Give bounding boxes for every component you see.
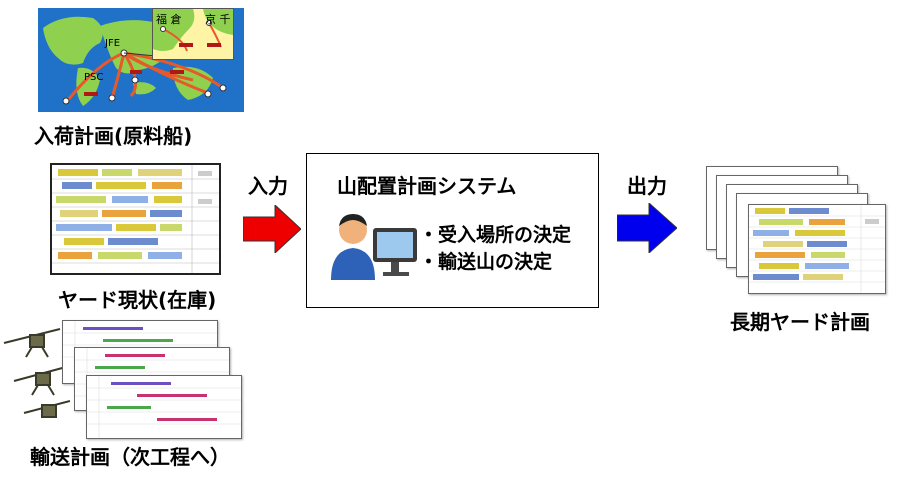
callout-map — [153, 9, 233, 52]
yard-grid — [52, 165, 219, 273]
bullet-transport-pile: ・輸送山の決定 — [419, 251, 553, 273]
yard-status-label: ヤード現状(在庫) — [58, 288, 217, 312]
user-at-computer-icon — [331, 214, 417, 280]
output-arrow-label: 出力 — [627, 174, 667, 198]
output-arrow — [617, 203, 677, 253]
arrival-plan-label: 入荷計画(原料船) — [34, 124, 193, 148]
transport-plan-label: 輸送計画（次工程へ） — [30, 445, 230, 469]
input-arrow-label: 入力 — [248, 174, 288, 198]
yard-status-chart — [50, 163, 221, 275]
port-label-jfe: JFE — [104, 38, 120, 49]
reclaimer-icon — [3, 328, 70, 418]
bullet-receiving-location: ・受入場所の決定 — [419, 224, 572, 246]
port-label-psc: PSC — [84, 72, 103, 83]
input-arrow — [243, 205, 301, 253]
callout-label-left: 福 倉 — [156, 13, 182, 26]
transport-plan-graphic — [0, 315, 250, 439]
system-title: 山配置計画システム — [337, 174, 517, 198]
shipping-routes — [66, 51, 224, 101]
long-term-yard-plan-label: 長期ヤード計画 — [730, 310, 870, 334]
yard-planning-system-box: 山配置計画システム ・受入場所の決定 ・輸送山の決定 — [306, 153, 599, 308]
long-term-yard-plan-stack — [706, 166, 892, 294]
port-callout: 福 倉 京 千 — [152, 8, 234, 60]
callout-label-right: 京 千 — [205, 13, 231, 26]
